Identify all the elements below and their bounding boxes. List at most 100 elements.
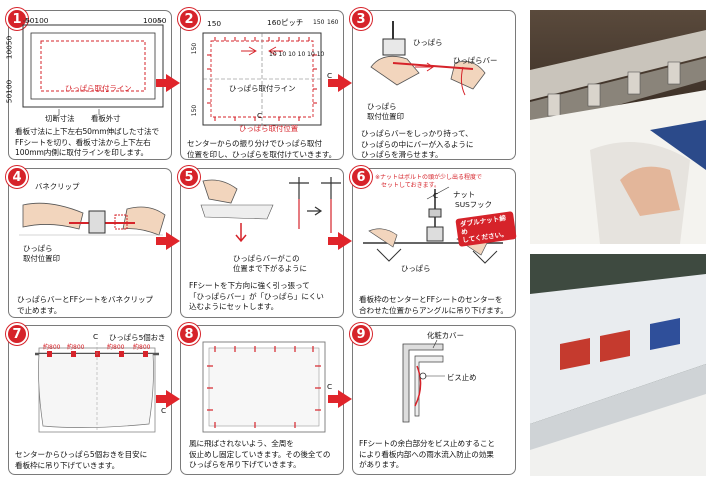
step-8-number: 8 xyxy=(178,323,200,345)
step-6-number: 6 xyxy=(350,166,372,188)
step-7-label-skip: ひっぱら5個おき xyxy=(109,333,166,342)
step-9-illustration xyxy=(402,339,445,423)
step-3-number: 3 xyxy=(350,8,372,30)
step-1-label-top-right: 10050 xyxy=(143,16,167,25)
step-6-note-2: セットしておきます。 xyxy=(381,182,441,189)
step-2-install-line: ひっぱら取付ライン xyxy=(229,84,296,93)
step-7-label-c: C xyxy=(93,332,99,341)
step-2-panel: 2 150 160ピッチ 150 160 10 10 10 10 10 10 1… xyxy=(178,8,344,160)
step-6-note-1: ※ナットはボルトの頭が少し出る程度で xyxy=(375,174,483,181)
step-1-caption-line: FFシートを切り、看板寸法から上下左右 xyxy=(15,137,151,147)
step-5-caption-line: FFシートを下方向に強く引っ張って xyxy=(189,281,310,290)
step-1-install-line: ひっぱら取付ライン xyxy=(65,84,132,93)
step-1-panel: 1 50100 10050 10050 50100 ひっぱら取付ライン 切断寸法… xyxy=(4,8,172,160)
step-6-panel: 6 ※ナットはボルトの頭が少し出る程度で セットしておきます。 ナット SUSフ… xyxy=(350,166,517,318)
step-7-label-p3: 約800 xyxy=(107,344,125,351)
step-4-number: 4 xyxy=(6,166,28,188)
step-1-label-top-left: 50100 xyxy=(25,16,49,25)
step-4-label-hippara: ひっぱら xyxy=(23,244,53,253)
step-2-label-right-150: 150 xyxy=(313,19,325,26)
step-3-label-hippara-bar: ひっぱらバー xyxy=(453,56,498,65)
photo-hooks-image xyxy=(530,30,706,244)
step-5-label-bar-pos-2: 位置まで下がるように xyxy=(233,264,307,273)
step-8-caption: 風に飛ばされないよう、全周を 仮止めし固定していきます。その後全ての ひっぱらを… xyxy=(189,439,331,471)
step-6-label-nut: ナット xyxy=(453,190,476,199)
step-8-illustration xyxy=(202,341,326,433)
step-6-caption: 看板枠のセンターとFFシートのセンターを 合わせた位置からアングルに吊り下げます… xyxy=(359,295,508,316)
step-5-panel: 5 ひっぱらバーがこの 位置まで下がるように FFシートを下方向に強く引っ張って… xyxy=(178,166,344,318)
step-6-label-hippara: ひっぱら xyxy=(401,264,431,273)
arrow-right-icon xyxy=(328,74,352,92)
step-6-caption-line: 看板枠のセンターとFFシートのセンターを xyxy=(359,295,503,304)
step-5-caption-line: 込むようにセットします。 xyxy=(189,302,279,311)
step-6-label-c: C xyxy=(433,191,439,200)
photo-signboard xyxy=(530,254,706,476)
step-9-label-cover: 化粧カバー xyxy=(427,331,464,340)
step-8-label-c: C xyxy=(327,382,333,391)
step-5-label-bar-pos-1: ひっぱらバーがこの xyxy=(233,254,300,263)
step-4-caption-line: ひっぱらバーとFFシートをバネクリップ xyxy=(17,295,153,304)
step-3-caption-line: ひっぱらバーをしっかり持って、 xyxy=(361,129,473,138)
step-1-diagram xyxy=(22,20,164,115)
step-3-caption: ひっぱらバーをしっかり持って、 ひっぱらの中にバーが入るように ひっぱらを滑らせ… xyxy=(361,129,474,161)
step-2-label-right-160: 160 xyxy=(327,19,339,26)
arrow-right-icon xyxy=(156,390,180,408)
step-2-diagram xyxy=(202,32,322,126)
step-3-label-mark: 取付位置印 xyxy=(367,112,404,121)
step-8-caption-line: 風に飛ばされないよう、全周を xyxy=(189,439,294,448)
step-5-illustration xyxy=(200,177,341,243)
step-1-caption: 看板寸法に上下左右50mm伸ばした寸法で FFシートを切り、看板寸法から上下左右… xyxy=(15,127,159,159)
arrow-right-icon xyxy=(156,74,180,92)
step-7-label-p1: 約800 xyxy=(43,344,61,351)
step-7-caption-line: センターからひっぱら5個おきを目安に xyxy=(15,450,148,459)
step-4-illustration xyxy=(19,202,166,236)
step-7-panel: 7 C ひっぱら5個おき 約800 約800 約800 約800 C センターか… xyxy=(6,323,172,475)
step-7-number: 7 xyxy=(6,323,28,345)
step-1-label-left-bottom: 50100 xyxy=(4,79,14,104)
step-3-illustration xyxy=(370,21,486,96)
arrow-right-icon xyxy=(328,390,352,408)
step-4-caption-line: で止めます。 xyxy=(17,305,62,315)
step-5-caption-line: 「ひっぱらバー」が「ひっぱら」にくい xyxy=(189,291,324,301)
step-3-label-hippara-2: ひっぱら xyxy=(367,102,397,111)
step-9-caption-line: FFシートの余白部分をビス止めすること xyxy=(359,439,495,448)
step-3-caption-line: ひっぱらを滑らせます。 xyxy=(361,150,443,159)
step-7-label-c-side: C xyxy=(161,406,167,415)
step-2-c-right: C xyxy=(327,71,333,80)
step-5-number: 5 xyxy=(178,166,200,188)
step-1-caption-line: 100mm内側に取付ラインを印します。 xyxy=(15,148,148,157)
arrow-right-icon xyxy=(328,232,352,250)
step-2-label-bottom-150: 150 xyxy=(191,104,199,117)
arrow-right-icon xyxy=(156,232,180,250)
step-9-caption-line: があります。 xyxy=(359,460,404,469)
step-2-install-pos: ひっぱら取付位置 xyxy=(239,124,299,133)
step-2-label-top-150: 150 xyxy=(207,19,222,28)
step-3-caption-line: ひっぱらの中にバーが入るように xyxy=(361,139,474,149)
step-7-caption-line: 看板枠に吊り下げていきます。 xyxy=(15,460,120,470)
step-4-label-spring-clip: バネクリップ xyxy=(35,182,80,191)
photo-signboard-image xyxy=(530,254,706,476)
step-1-cut-size: 切断寸法 xyxy=(45,114,75,123)
step-1-caption-line: 看板寸法に上下左右50mm伸ばした寸法で xyxy=(15,127,159,136)
step-7-illustration xyxy=(35,342,159,433)
step-9-label-screw: ビス止め xyxy=(447,373,477,382)
step-9-panel: 9 化粧カバー ビス止め FFシートの余白部分をビス止めすること により看板内部… xyxy=(350,323,516,475)
step-7-caption: センターからひっぱら5個おきを目安に 看板枠に吊り下げていきます。 xyxy=(15,450,147,471)
step-9-number: 9 xyxy=(350,323,372,345)
step-7-label-p4: 約800 xyxy=(133,344,151,351)
step-8-caption-line: 仮止めし固定していきます。その後全ての xyxy=(189,449,331,459)
step-3-panel: 3 ひっぱら ひっぱらバー ひっぱら 取付位置印 ひっぱらバーをしっかり持って、… xyxy=(350,8,516,161)
step-2-caption-line: センターからの振り分けでひっぱら取付 xyxy=(187,139,322,148)
step-4-caption: ひっぱらバーとFFシートをバネクリップ で止めます。 xyxy=(17,295,153,316)
step-8-panel: 8 C 風に飛ばされないよう、全周を 仮止めし固定していきます。その後全ての ひ… xyxy=(178,323,344,475)
step-5-caption: FFシートを下方向に強く引っ張って 「ひっぱらバー」が「ひっぱら」にくい 込むよ… xyxy=(189,281,324,313)
step-8-caption-line: ひっぱらを吊り下げていきます。 xyxy=(189,460,301,469)
step-4-label-mark: 取付位置印 xyxy=(23,254,60,263)
step-2-label-ten-row: 10 10 10 10 10 10 xyxy=(269,51,325,58)
step-2-number: 2 xyxy=(178,8,200,30)
step-9-caption-line: により看板内部への雨水流入防止の効果 xyxy=(359,449,494,459)
step-2-label-left-150: 150 xyxy=(191,42,199,55)
step-2-label-pitch: 160ピッチ xyxy=(267,18,304,27)
step-3-label-hippara: ひっぱら xyxy=(413,38,443,47)
photo-hooks xyxy=(530,10,706,244)
